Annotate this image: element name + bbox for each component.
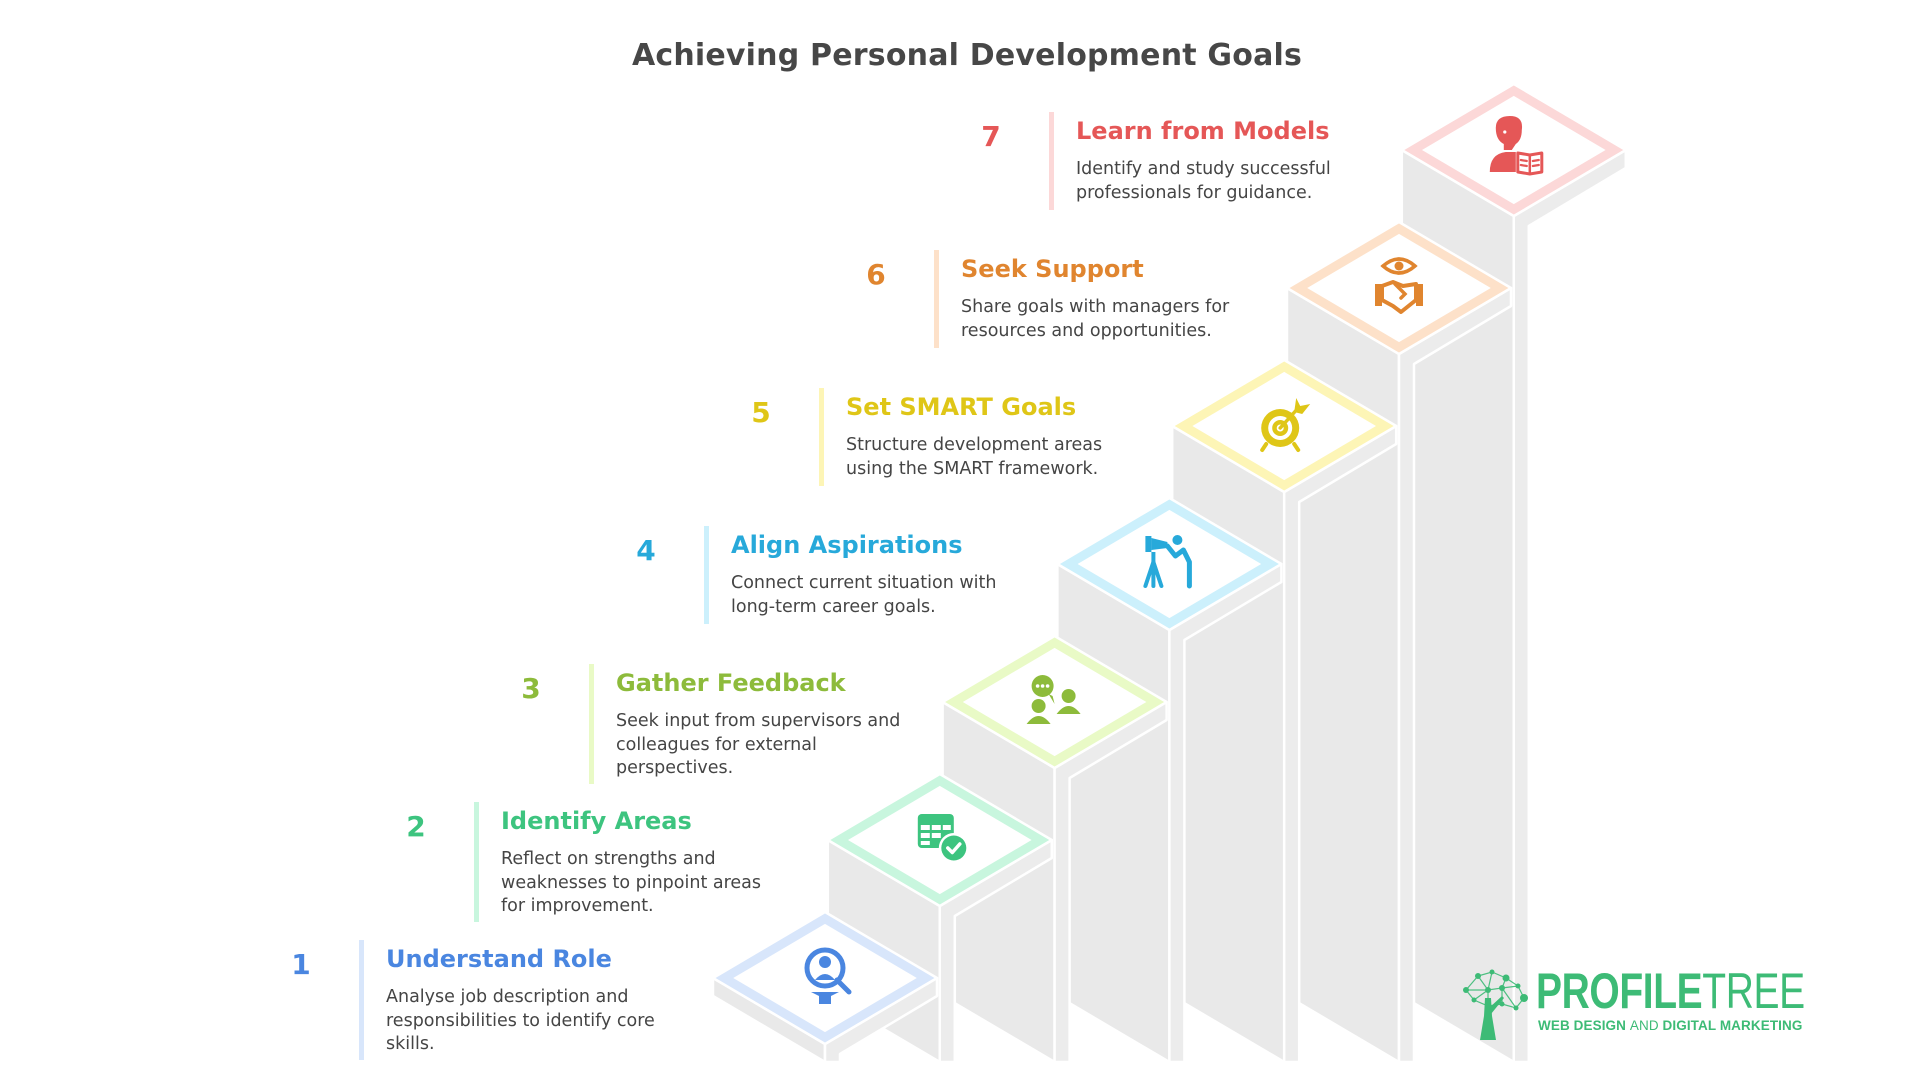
step-number: 4 [636,534,656,567]
step-divider [589,664,594,784]
step-divider [704,526,709,624]
step-left-face [1056,562,1171,1064]
step-title: Set SMART Goals [846,393,1077,421]
step-description: Structure development areas using the SMA… [846,434,1146,481]
step-title: Learn from Models [1076,117,1330,145]
step-description: Seek input from supervisors and colleague… [616,710,916,781]
step-right-face [1512,148,1628,1064]
step-number: 1 [291,948,311,981]
telescope-person-icon [1143,535,1192,589]
step-title: Understand Role [386,945,612,973]
step-description: Share goals with managers for resources a… [961,296,1261,343]
step-title: Gather Feedback [616,669,846,697]
step-title: Identify Areas [501,807,692,835]
description-line: weaknesses to pinpoint areas [501,872,762,893]
step-divider [1049,112,1054,210]
tree-network-icon [1463,969,1528,1040]
logo-wordmark: PROFILETREE [1536,963,1805,1019]
description-line: Identify and study successful [1076,159,1331,179]
step-top-face [1422,95,1606,205]
description-line: skills. [386,1034,435,1054]
description-line: for improvement. [501,896,654,916]
person-book-icon [1489,116,1544,176]
description-line: professionals for guidance. [1076,182,1313,203]
step-number: 5 [751,396,771,429]
eye-handshake-icon [1375,257,1423,314]
description-line: Reflect on strengths and [501,849,716,869]
step-divider [359,940,364,1060]
target-arrow-icon [1260,398,1311,452]
description-line: resources and opportunities. [961,320,1212,341]
description-line: perspectives. [616,758,734,778]
description-line: Seek input from supervisors and [616,711,901,731]
description-line: Share goals with managers for [961,297,1230,317]
people-chat-icon [1026,675,1081,724]
step-divider [934,250,939,348]
step-number: 3 [521,672,541,705]
description-line: responsibilities to identify core [386,1010,655,1031]
step-number: 7 [981,120,1001,153]
step-divider [819,388,824,486]
step-description: Analyse job description and responsibilit… [386,986,686,1057]
table-check-icon [917,814,969,863]
description-line: long-term career goals. [731,596,936,617]
step-number: 2 [406,810,426,843]
description-line: Structure development areas [846,435,1103,455]
diagram-title: Achieving Personal Development Goals [631,38,1303,73]
step-description: Connect current situation with long-term … [731,572,1031,619]
step-title: Align Aspirations [731,531,963,559]
description-line: Connect current situation with [731,573,997,593]
description-line: using the SMART framework. [846,458,1099,479]
profiletree-logo: PROFILETREE WEB DESIGN AND DIGITAL MARKE… [1458,964,1805,1040]
step-description: Identify and study successful professiona… [1076,158,1376,205]
step-divider [474,802,479,922]
logo-tagline: WEB DESIGN AND DIGITAL MARKETING [1538,1018,1803,1033]
description-line: Analyse job description and [386,987,629,1007]
step-number: 6 [866,258,886,291]
step-description: Reflect on strengths and weaknesses to pi… [501,848,801,919]
description-line: colleagues for external [616,734,817,755]
step-top-face [962,647,1147,757]
step-title: Seek Support [961,255,1144,283]
search-person-icon [804,947,852,1004]
step-top-face [1077,509,1262,619]
